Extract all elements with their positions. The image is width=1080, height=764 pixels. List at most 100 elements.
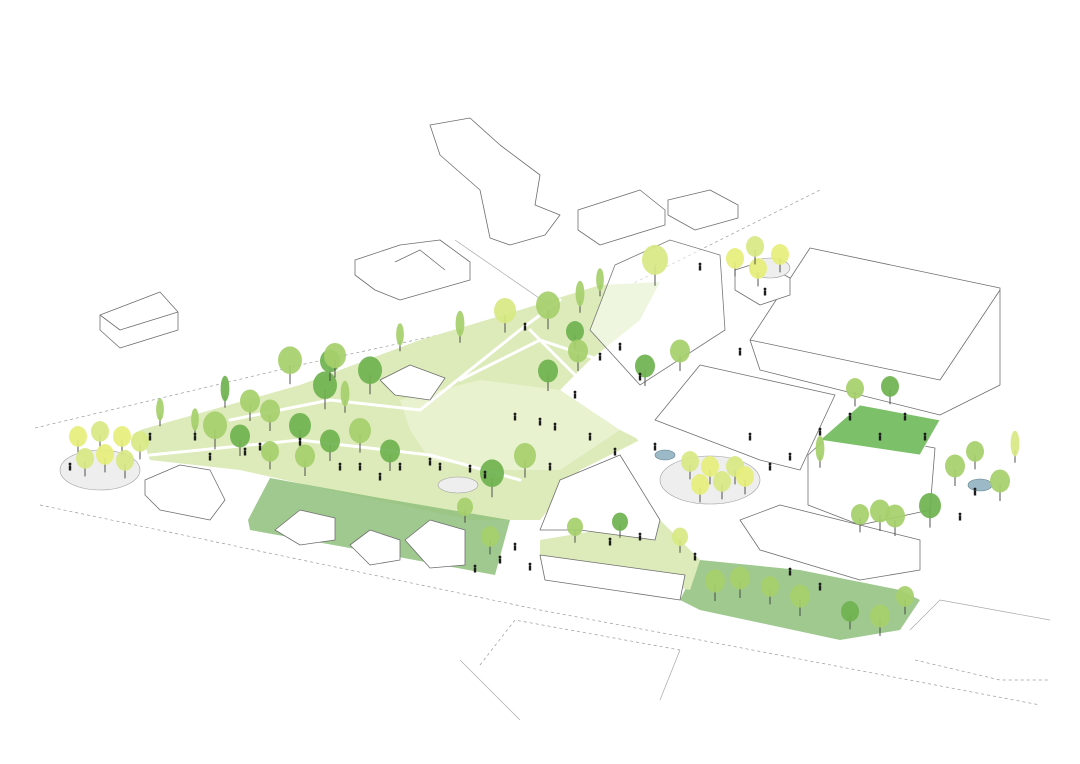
trees	[69, 236, 1020, 636]
road-crossing	[479, 619, 681, 666]
tree	[681, 451, 699, 480]
person-figure	[768, 462, 772, 471]
building-southwest	[144, 464, 226, 521]
person-figure	[698, 262, 702, 271]
tree	[261, 441, 279, 470]
tree	[260, 399, 280, 431]
person-figure	[848, 412, 852, 421]
road-east-lower	[914, 659, 1050, 681]
conifer-tree	[1010, 430, 1020, 463]
tree	[568, 339, 588, 371]
person-figure	[588, 432, 592, 441]
person-figure	[923, 432, 927, 441]
house-north-east-1	[577, 189, 666, 246]
person-figure	[613, 447, 617, 456]
person-figure	[298, 437, 302, 446]
tree	[96, 444, 114, 473]
person-figure	[818, 582, 822, 591]
road-south	[39, 504, 1041, 706]
cultural-building	[589, 239, 726, 386]
tree	[480, 459, 504, 498]
building-south-3	[404, 519, 466, 569]
tree	[514, 442, 536, 478]
tree	[726, 248, 744, 277]
tree	[736, 466, 754, 495]
tree	[841, 601, 859, 630]
tree	[635, 354, 655, 386]
tree	[730, 566, 750, 598]
people	[68, 262, 977, 591]
person-figure	[358, 462, 362, 471]
tree	[324, 342, 346, 378]
tree	[966, 441, 984, 470]
person-figure	[693, 552, 697, 561]
person-figure	[428, 457, 432, 466]
house-north	[354, 239, 471, 301]
tree	[380, 439, 400, 471]
conifer-tree	[340, 380, 350, 413]
tree	[945, 454, 965, 486]
tree	[761, 576, 779, 605]
conifer-tree	[396, 323, 404, 352]
tree	[881, 376, 899, 405]
tree	[612, 512, 628, 538]
conifer-tree	[220, 375, 230, 408]
tree	[870, 604, 890, 636]
person-figure	[553, 422, 557, 431]
person-figure	[818, 427, 822, 436]
person-figure	[378, 472, 382, 481]
person-figure	[483, 470, 487, 479]
building-south-2	[349, 529, 401, 566]
tree	[349, 417, 371, 453]
road-east	[909, 599, 1051, 631]
person-figure	[788, 452, 792, 461]
water-feature-1	[654, 449, 676, 461]
person-figure	[573, 390, 577, 399]
person-figure	[258, 442, 262, 451]
tree	[278, 346, 302, 385]
tree	[672, 527, 688, 553]
house-north-roof	[394, 249, 446, 271]
tree	[691, 474, 709, 503]
person-figure	[788, 567, 792, 576]
tree	[771, 244, 789, 273]
person-figure	[513, 412, 517, 421]
tree	[713, 471, 731, 500]
tree	[203, 411, 227, 450]
tree	[240, 389, 260, 421]
tree	[358, 356, 382, 395]
person-figure	[903, 412, 907, 421]
road-edge	[459, 649, 681, 721]
tree	[567, 517, 583, 543]
south-buildings	[144, 454, 921, 601]
water-feature-2	[967, 478, 993, 492]
park-path-1	[148, 438, 522, 482]
tree	[481, 526, 499, 555]
tree	[230, 424, 250, 456]
pavilion-building	[379, 364, 446, 401]
person-figure	[973, 487, 977, 496]
tree	[295, 444, 315, 476]
person-figure	[653, 442, 657, 451]
tree	[846, 378, 864, 407]
person-figure	[468, 464, 472, 473]
person-figure	[398, 462, 402, 471]
tree	[538, 359, 558, 391]
person-figure	[878, 432, 882, 441]
person-figure	[638, 372, 642, 381]
tree	[990, 469, 1010, 501]
tree	[113, 426, 131, 455]
person-figure	[338, 462, 342, 471]
person-figure	[608, 537, 612, 546]
northeast-buildings	[379, 239, 1001, 526]
tree	[701, 456, 719, 485]
person-figure	[763, 287, 767, 296]
person-figure	[958, 512, 962, 521]
conifer-tree	[455, 310, 465, 343]
tree	[705, 569, 725, 601]
conifer-tree	[815, 435, 825, 468]
tree	[457, 497, 473, 523]
person-figure	[618, 342, 622, 351]
